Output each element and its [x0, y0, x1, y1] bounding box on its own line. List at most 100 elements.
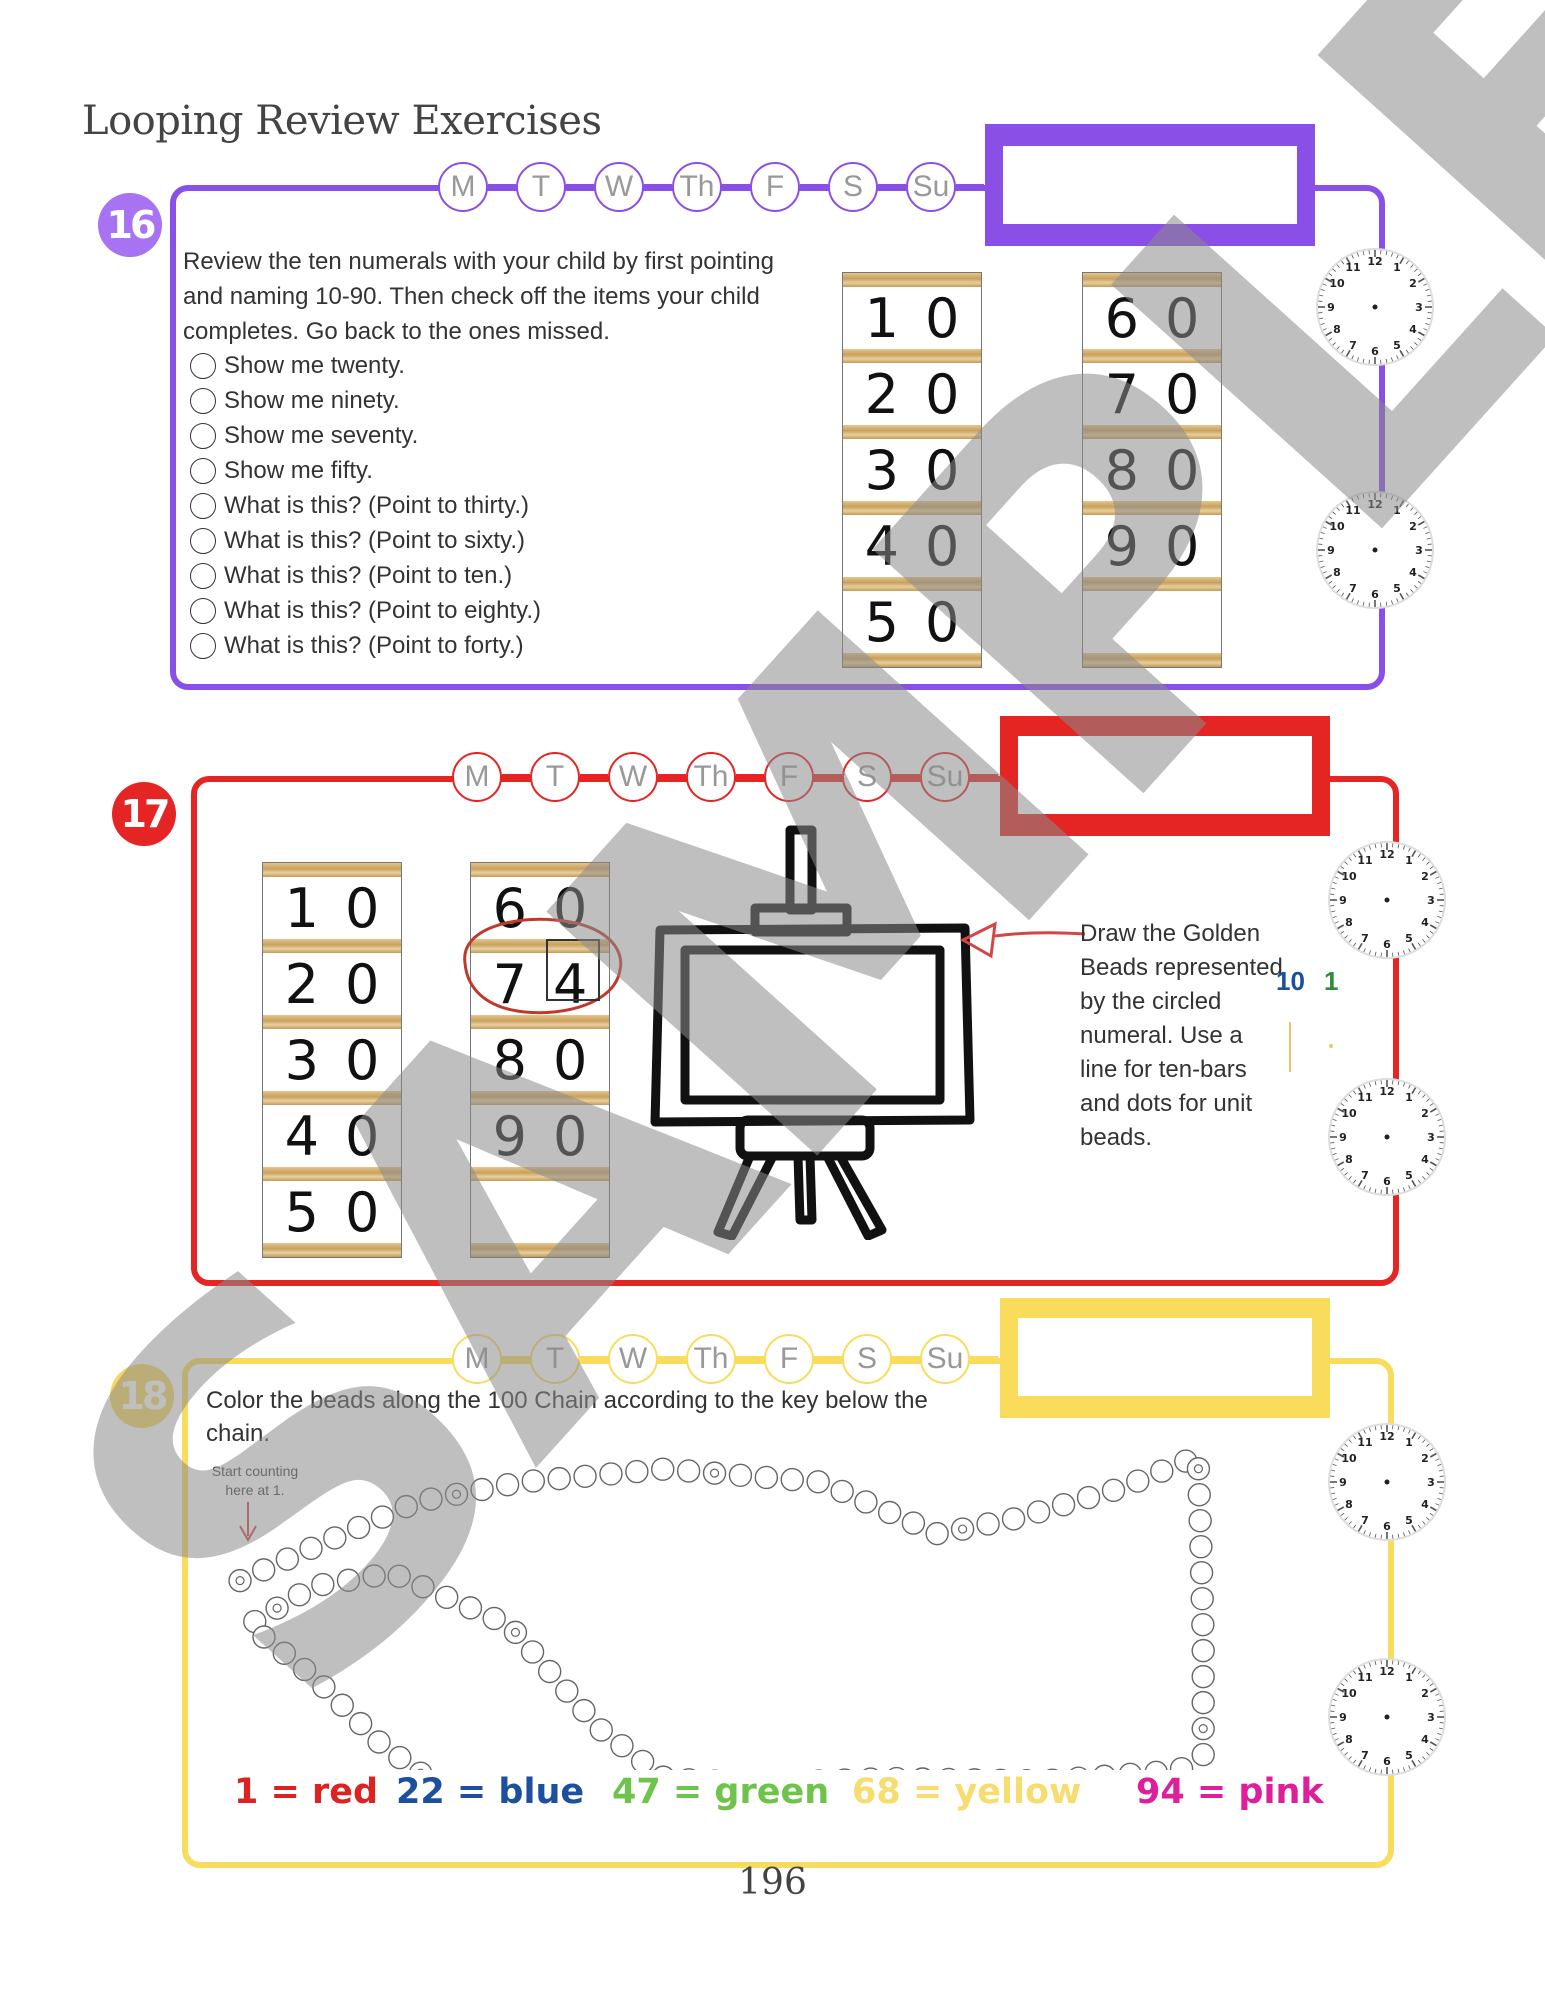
bead[interactable]	[367, 1730, 391, 1754]
bead[interactable]	[625, 1459, 649, 1484]
checklist-item[interactable]: What is this? (Point to forty.)	[190, 628, 541, 663]
bead[interactable]	[370, 1505, 395, 1529]
bead[interactable]	[1026, 1500, 1051, 1524]
bead[interactable]	[482, 1606, 506, 1631]
clock-face[interactable]	[1325, 838, 1449, 962]
checkbox-circle[interactable]	[190, 492, 216, 519]
bead[interactable]	[610, 1733, 634, 1758]
bead[interactable]	[651, 1457, 675, 1481]
bead[interactable]	[336, 1568, 361, 1592]
bead[interactable]	[323, 1526, 347, 1550]
bead[interactable]	[901, 1511, 926, 1535]
bead[interactable]	[990, 1768, 1012, 1770]
bead[interactable]	[362, 1564, 386, 1588]
checklist-item[interactable]: What is this? (Point to sixty.)	[190, 523, 541, 558]
bead[interactable]	[547, 1466, 571, 1491]
bead[interactable]	[388, 1745, 412, 1770]
bead[interactable]	[1067, 1766, 1089, 1770]
bead[interactable]	[678, 1768, 700, 1770]
day-circle[interactable]: W	[608, 1334, 658, 1384]
checklist-item[interactable]: Show me fifty.	[190, 453, 541, 488]
bead[interactable]	[503, 1620, 528, 1645]
bead[interactable]	[1051, 1493, 1076, 1517]
bead[interactable]	[1191, 1612, 1215, 1637]
bead[interactable]	[834, 1768, 856, 1770]
day-circle[interactable]: Th	[686, 752, 736, 802]
bead[interactable]	[1101, 1478, 1126, 1503]
day-circle[interactable]: F	[750, 162, 800, 212]
bead[interactable]	[676, 1459, 701, 1483]
bead[interactable]	[555, 1679, 579, 1703]
checklist-item[interactable]: What is this? (Point to thirty.)	[190, 488, 541, 523]
day-circle[interactable]: Th	[686, 1334, 736, 1384]
day-circle[interactable]: Th	[672, 162, 722, 212]
bead[interactable]	[1190, 1586, 1214, 1611]
bead[interactable]	[886, 1766, 908, 1770]
checkbox-circle[interactable]	[190, 527, 216, 554]
bead[interactable]	[292, 1657, 317, 1682]
checklist-item[interactable]: What is this? (Point to ten.)	[190, 558, 541, 593]
day-circle[interactable]: M	[452, 752, 502, 802]
bead[interactable]	[854, 1490, 878, 1514]
bead[interactable]	[275, 1547, 300, 1571]
checkbox-circle[interactable]	[190, 632, 216, 659]
name-box-16[interactable]	[985, 124, 1315, 246]
day-circle[interactable]: S	[842, 1334, 892, 1384]
bead[interactable]	[312, 1675, 336, 1699]
bead[interactable]	[630, 1749, 655, 1770]
bead[interactable]	[1191, 1638, 1215, 1663]
day-circle[interactable]: Su	[920, 752, 970, 802]
bead[interactable]	[1001, 1507, 1026, 1531]
bead[interactable]	[1186, 1457, 1211, 1481]
hundred-bead-chain[interactable]	[210, 1430, 1250, 1770]
bead[interactable]	[728, 1463, 753, 1487]
day-circle[interactable]: T	[530, 1334, 580, 1384]
bead[interactable]	[299, 1536, 323, 1561]
checklist-item[interactable]: Show me twenty.	[190, 348, 541, 383]
day-circle[interactable]: W	[608, 752, 658, 802]
checklist-item[interactable]: Show me seventy.	[190, 418, 541, 453]
bead[interactable]	[976, 1512, 1000, 1536]
bead[interactable]	[572, 1698, 596, 1723]
checklist-item[interactable]: Show me ninety.	[190, 383, 541, 418]
day-circle[interactable]: F	[764, 1334, 814, 1384]
bead[interactable]	[1189, 1534, 1213, 1559]
bead[interactable]	[1187, 1483, 1211, 1507]
bead[interactable]	[251, 1558, 276, 1582]
name-box-17[interactable]	[1000, 716, 1330, 836]
bead[interactable]	[409, 1761, 432, 1770]
checkbox-circle[interactable]	[190, 457, 216, 484]
bead[interactable]	[1191, 1716, 1215, 1741]
day-circle[interactable]: T	[516, 162, 566, 212]
day-circle[interactable]: Su	[906, 162, 956, 212]
bead[interactable]	[780, 1467, 804, 1492]
day-circle[interactable]: S	[828, 162, 878, 212]
bead[interactable]	[458, 1596, 483, 1620]
bead[interactable]	[702, 1461, 727, 1485]
bead[interactable]	[537, 1659, 562, 1684]
bead[interactable]	[1191, 1664, 1215, 1689]
day-circle[interactable]: F	[764, 752, 814, 802]
bead[interactable]	[573, 1464, 597, 1488]
bead[interactable]	[877, 1500, 902, 1525]
checkbox-circle[interactable]	[190, 387, 216, 414]
checklist-item[interactable]: What is this? (Point to eighty.)	[190, 593, 541, 628]
bead[interactable]	[1169, 1756, 1194, 1770]
bead[interactable]	[1093, 1764, 1115, 1770]
bead[interactable]	[950, 1517, 975, 1541]
bead[interactable]	[252, 1625, 276, 1649]
bead[interactable]	[520, 1640, 545, 1664]
bead[interactable]	[495, 1472, 520, 1497]
bead[interactable]	[1076, 1485, 1101, 1510]
day-circle[interactable]: Su	[920, 1334, 970, 1384]
bead[interactable]	[1189, 1560, 1214, 1585]
bead[interactable]	[860, 1767, 882, 1770]
bead[interactable]	[346, 1515, 371, 1540]
bead[interactable]	[925, 1521, 949, 1546]
bead[interactable]	[228, 1568, 252, 1593]
bead[interactable]	[419, 1487, 443, 1511]
bead[interactable]	[1144, 1760, 1168, 1770]
bead[interactable]	[387, 1564, 411, 1588]
checkbox-circle[interactable]	[190, 352, 216, 379]
bead[interactable]	[589, 1718, 613, 1742]
